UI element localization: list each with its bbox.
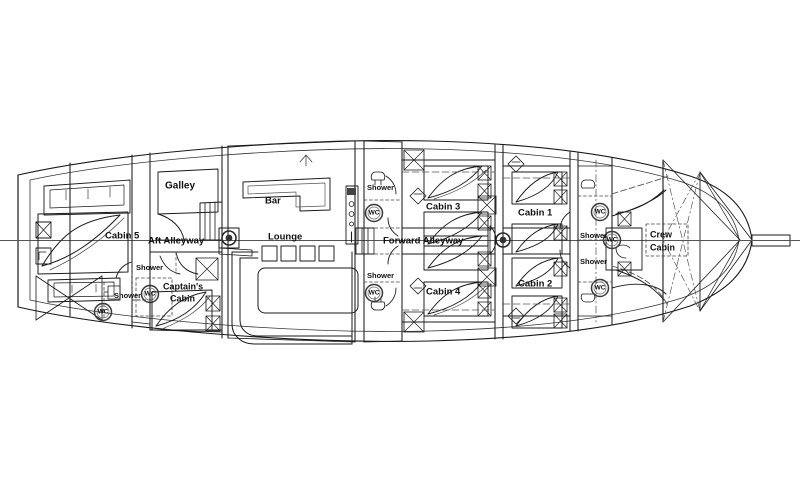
room-bar bbox=[242, 177, 331, 212]
wc-fwd-2 bbox=[590, 278, 610, 298]
wc-aft-1-text: WC bbox=[145, 291, 156, 298]
forward-alleyway-hatch bbox=[355, 227, 375, 255]
bow-structure bbox=[662, 159, 791, 323]
mid-service-panel bbox=[345, 185, 359, 245]
label-captains-cabin-line2: Cabin bbox=[170, 293, 195, 303]
shower-aft-stbd: Shower bbox=[114, 291, 141, 300]
room-cabin2 bbox=[502, 249, 571, 329]
label-crew-cabin-line1: Crew bbox=[650, 229, 673, 239]
shower-mid-lower: Shower bbox=[367, 271, 394, 280]
wc-mid-2 bbox=[364, 283, 384, 303]
wc-mid-1-text: WC bbox=[369, 210, 380, 217]
label-forward-alleyway: Forward Alleyway bbox=[383, 236, 464, 247]
room-cabin4 bbox=[401, 235, 497, 333]
mast-aft bbox=[218, 227, 253, 257]
room-cabin3 bbox=[401, 149, 497, 247]
labels-layer: Cabin 5 Aft Alleyway Galley Captain's Ca… bbox=[98, 181, 675, 316]
label-bar: Bar bbox=[265, 196, 281, 207]
wc-fwd-1-text: WC bbox=[595, 209, 606, 216]
mid-wet-areas bbox=[363, 171, 403, 311]
wc-aft-2-text: WC bbox=[98, 309, 109, 316]
label-cabin1: Cabin 1 bbox=[518, 208, 553, 219]
wc-fwd-1 bbox=[590, 202, 610, 222]
label-lounge: Lounge bbox=[268, 232, 302, 243]
shower-mid-upper: Shower bbox=[367, 183, 394, 192]
room-cabin5 bbox=[35, 179, 131, 321]
room-captains-cabin bbox=[149, 251, 223, 332]
deck-details bbox=[131, 140, 403, 343]
room-cabin1 bbox=[502, 155, 571, 255]
label-crew-cabin-line2: Cabin bbox=[650, 242, 675, 252]
label-aft-alleyway: Aft Alleyway bbox=[148, 236, 205, 247]
label-cabin4: Cabin 4 bbox=[426, 287, 461, 298]
shower-aft-port: Shower bbox=[136, 263, 163, 272]
wc-crew-text: WC bbox=[607, 237, 618, 244]
shower-fwd-lower: Shower bbox=[580, 257, 607, 266]
mast-forward bbox=[489, 225, 511, 255]
wc-aft-2 bbox=[93, 302, 113, 322]
room-crew-cabin bbox=[602, 175, 689, 307]
wc-crew bbox=[602, 230, 622, 250]
label-captains-cabin-line1: Captain's bbox=[163, 281, 203, 291]
label-cabin5: Cabin 5 bbox=[105, 231, 140, 242]
wc-mid-2-text: WC bbox=[369, 290, 380, 297]
label-cabin3: Cabin 3 bbox=[426, 202, 460, 213]
room-lounge bbox=[231, 154, 359, 345]
wc-fwd-2-text: WC bbox=[595, 285, 606, 292]
room-galley bbox=[157, 168, 223, 241]
label-galley: Galley bbox=[165, 181, 195, 192]
wc-mid-1 bbox=[364, 203, 384, 223]
shower-fwd-upper: Shower bbox=[580, 231, 607, 240]
label-cabin2: Cabin 2 bbox=[518, 279, 552, 290]
